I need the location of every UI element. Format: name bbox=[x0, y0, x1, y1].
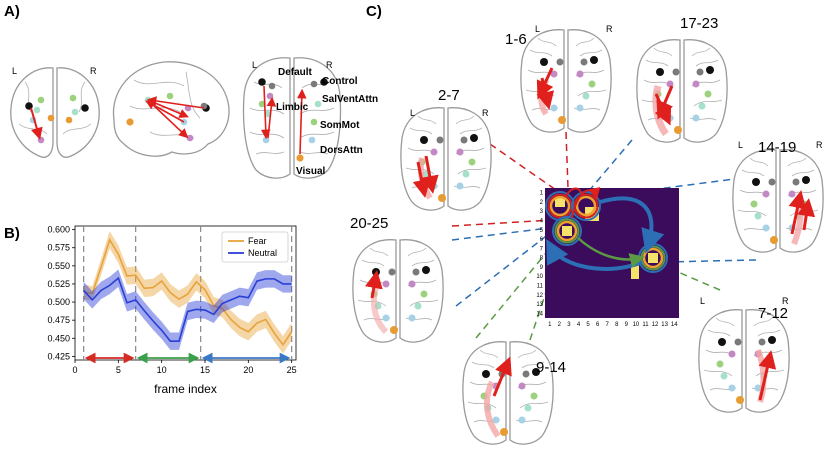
x-tick-label: 10 bbox=[157, 365, 167, 375]
range-label-7-12: 7-12 bbox=[758, 305, 788, 322]
legend-label: Neutral bbox=[248, 248, 277, 258]
brain-range-14-19 bbox=[732, 149, 824, 253]
brain-sagittal-view bbox=[112, 61, 230, 157]
matrix-row-tick: 12 bbox=[536, 293, 543, 299]
range-7-12-right: R bbox=[782, 296, 789, 306]
legend-label: Fear bbox=[248, 236, 267, 246]
line-chart: 0.425 0.450 0.475 0.500 0.525 0.550 0.575 0.600… bbox=[47, 225, 296, 396]
matrix-row-tick: 4 bbox=[540, 219, 544, 225]
matrix-row-tick: 7 bbox=[540, 246, 544, 252]
x-tick-label: 25 bbox=[287, 365, 297, 375]
matrix-col-tick: 1 bbox=[548, 322, 552, 328]
matrix-row-tick: 13 bbox=[536, 302, 543, 308]
matrix-col-tick: 8 bbox=[615, 322, 619, 328]
brain-range-1-6 bbox=[520, 29, 612, 133]
brain-range-9-14 bbox=[462, 341, 554, 445]
label-salventattn: SalVentAttn bbox=[322, 94, 378, 105]
panel-a-label: A) bbox=[4, 3, 20, 20]
matrix-row-tick: 5 bbox=[540, 228, 544, 234]
range-label-14-19: 14-19 bbox=[758, 139, 796, 156]
x-tick-label: 15 bbox=[200, 365, 210, 375]
coronal-right-label: R bbox=[90, 66, 97, 76]
range-label-17-23: 17-23 bbox=[680, 15, 718, 32]
series-line bbox=[83, 276, 292, 342]
matrix-row-tick: 14 bbox=[536, 311, 543, 317]
y-tick-label: 0.450 bbox=[47, 333, 70, 343]
axial-right-label: R bbox=[326, 60, 333, 70]
matrix-row-tick: 1 bbox=[540, 191, 544, 197]
y-tick-label: 0.475 bbox=[47, 315, 70, 325]
label-limbic: Limbic bbox=[276, 102, 309, 113]
label-control: Control bbox=[322, 76, 358, 87]
panel-c-label: C) bbox=[366, 3, 382, 20]
matrix-col-tick: 5 bbox=[586, 322, 590, 328]
brain-axial-view bbox=[242, 57, 342, 179]
matrix-col-tick: 9 bbox=[625, 322, 629, 328]
range-14-19-right: R bbox=[816, 140, 823, 150]
matrix-col-tick: 11 bbox=[642, 322, 649, 328]
range-2-7-right: R bbox=[482, 108, 489, 118]
matrix-col-tick: 7 bbox=[606, 322, 610, 328]
brain-range-17-23 bbox=[636, 39, 728, 143]
x-tick-label: 0 bbox=[72, 365, 77, 375]
label-visual: Visual bbox=[296, 166, 325, 177]
series-band bbox=[83, 231, 292, 354]
brain-range-7-12 bbox=[698, 309, 790, 413]
matrix-row-tick: 10 bbox=[536, 274, 543, 280]
matrix-col-tick: 10 bbox=[633, 322, 640, 328]
matrix-col-tick: 12 bbox=[652, 322, 659, 328]
matrix-col-tick: 14 bbox=[671, 322, 678, 328]
matrix-row-tick: 8 bbox=[540, 256, 544, 262]
brain-range-2-7 bbox=[400, 107, 492, 211]
brain-coronal-view bbox=[10, 67, 100, 158]
range-label-20-25: 20-25 bbox=[350, 215, 388, 232]
matrix-col-tick: 6 bbox=[596, 322, 600, 328]
y-tick-label: 0.550 bbox=[47, 261, 70, 271]
y-tick-label: 0.600 bbox=[47, 225, 70, 235]
x-tick-label: 20 bbox=[243, 365, 253, 375]
label-dorsattn: DorsAttn bbox=[320, 145, 363, 156]
y-tick-label: 0.500 bbox=[47, 297, 70, 307]
matrix-col-tick: 3 bbox=[567, 322, 571, 328]
x-axis-title: frame index bbox=[154, 382, 217, 396]
matrix-row-tick: 11 bbox=[537, 284, 544, 290]
y-tick-label: 0.525 bbox=[47, 279, 70, 289]
matrix-row-tick: 3 bbox=[540, 209, 544, 215]
matrix-row-tick: 6 bbox=[540, 237, 544, 243]
matrix-col-tick: 2 bbox=[558, 322, 562, 328]
matrix-col-tick: 4 bbox=[577, 322, 581, 328]
range-14-19-left: L bbox=[738, 140, 743, 150]
range-label-1-6: 1-6 bbox=[505, 31, 527, 48]
x-tick-label: 5 bbox=[116, 365, 121, 375]
coronal-left-label: L bbox=[12, 66, 17, 76]
y-tick-label: 0.425 bbox=[47, 351, 70, 361]
brain-range-20-25 bbox=[352, 239, 444, 343]
panel-b-label: B) bbox=[4, 225, 20, 242]
range-2-7-left: L bbox=[410, 108, 415, 118]
range-1-6-right: R bbox=[606, 24, 613, 34]
matrix-row-tick: 2 bbox=[540, 200, 544, 206]
label-default: Default bbox=[278, 67, 313, 78]
range-label-9-14: 9-14 bbox=[536, 359, 566, 376]
matrix-row-tick: 9 bbox=[540, 265, 544, 271]
matrix-col-tick: 13 bbox=[661, 322, 668, 328]
y-tick-label: 0.575 bbox=[47, 243, 70, 253]
range-label-2-7: 2-7 bbox=[438, 87, 460, 104]
series-line bbox=[83, 237, 293, 347]
range-1-6-left: L bbox=[535, 24, 540, 34]
series-band bbox=[83, 269, 292, 350]
range-7-12-left: L bbox=[700, 296, 705, 306]
axial-left-label: L bbox=[252, 60, 257, 70]
legend-box bbox=[221, 231, 289, 263]
label-sommot: SomMot bbox=[320, 120, 360, 131]
